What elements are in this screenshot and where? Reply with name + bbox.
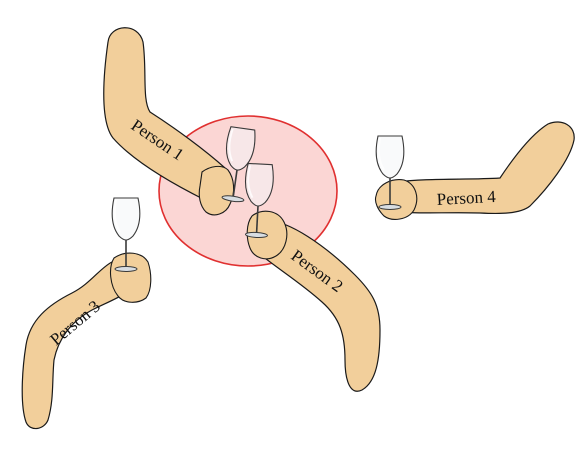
person-1-hand [198,165,235,216]
person-3: Person 3 [21,197,152,430]
person-4-label: Person 4 [436,187,496,209]
person-2-arm [254,220,381,392]
person-4: Person 4 [374,121,575,220]
person-1-arm [103,27,226,201]
person-2: Person 2 [241,162,381,392]
person-4-hand [374,179,418,220]
person-3-hand [109,252,152,303]
person-4-arm [397,121,575,215]
